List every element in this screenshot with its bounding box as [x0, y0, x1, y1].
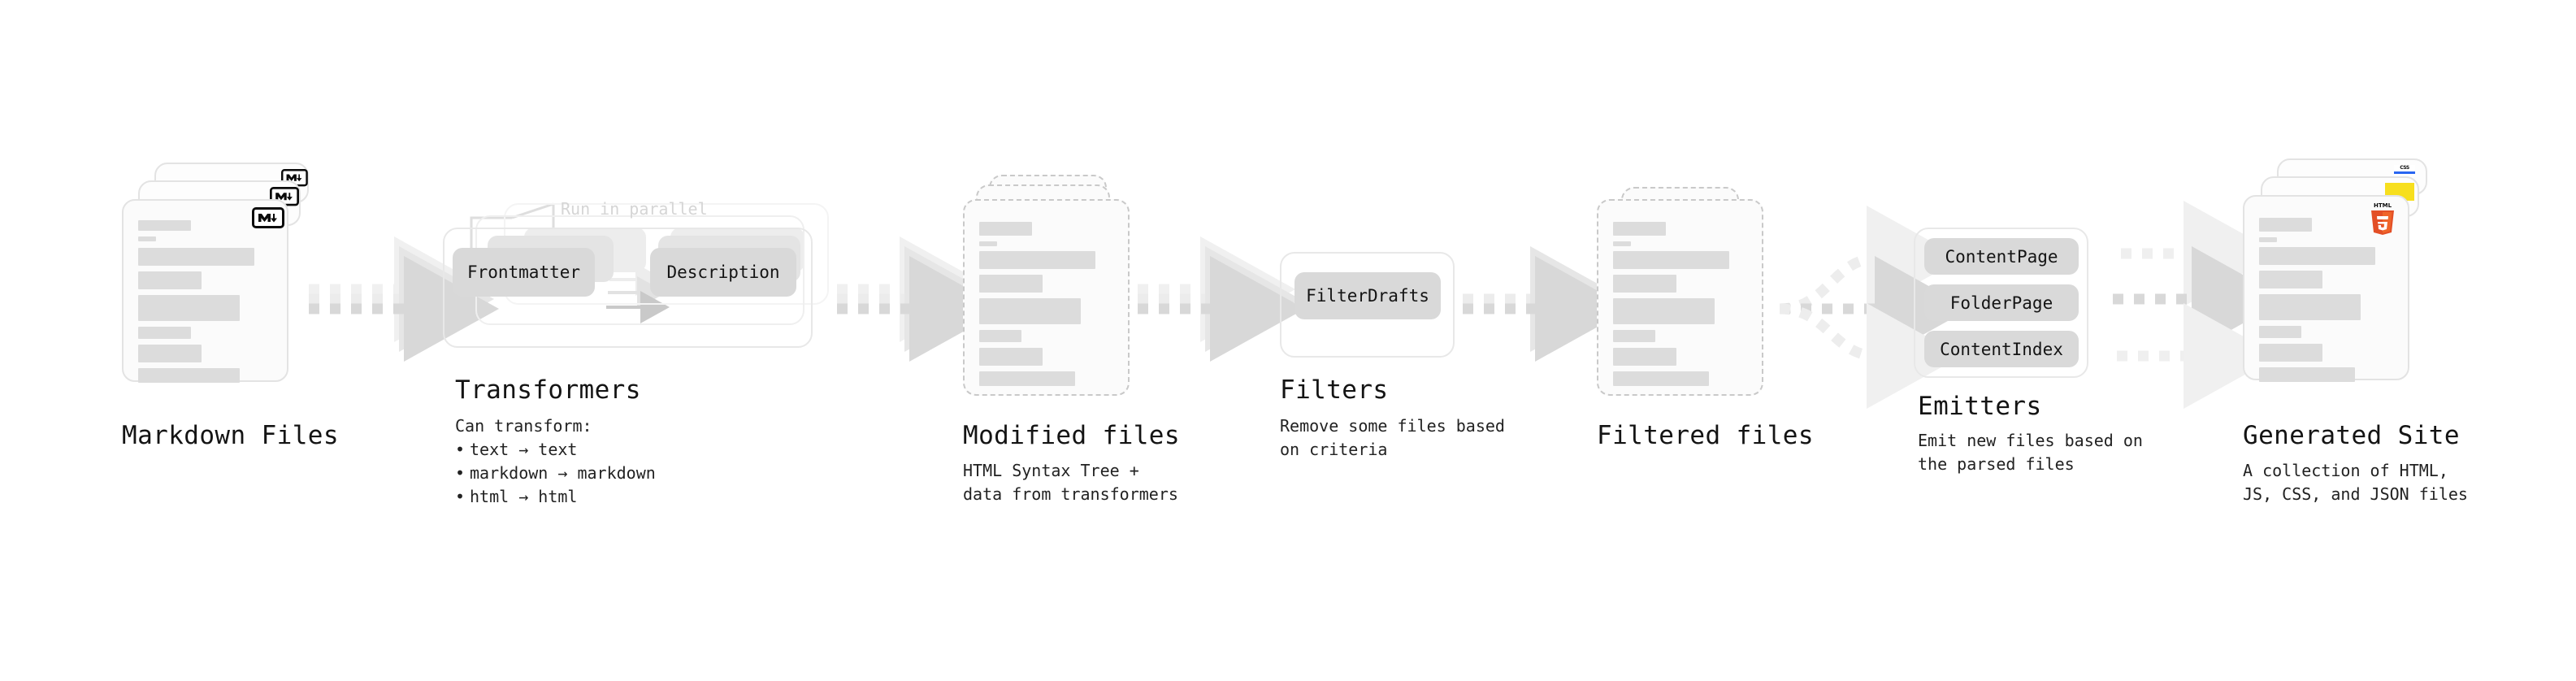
arrow-emitters-to-generated [2113, 201, 2287, 409]
transformers-bullet: html → html [455, 485, 656, 509]
placeholder-bar [1613, 330, 1655, 342]
filters-group [1280, 252, 1455, 358]
emitters-title: Emitters [1918, 392, 2042, 421]
modified-files-title: Modified files [963, 421, 1180, 450]
placeholder-bar [138, 327, 191, 339]
arrow-modified-to-filters [1138, 236, 1305, 362]
emitter-pill-folderpage[interactable]: FolderPage [1924, 284, 2079, 321]
transformer-pill-frontmatter[interactable]: Frontmatter [453, 248, 595, 297]
transformers-bullets: text → text markdown → markdown html → h… [455, 438, 656, 509]
placeholder-bar [138, 345, 202, 362]
arrow-filters-to-filtered [1463, 246, 1630, 362]
transformers-bullet: text → text [455, 438, 656, 462]
arrow-transformers-to-modified [837, 236, 1004, 362]
stage-filters: FilterDrafts [1280, 252, 1459, 362]
placeholder-bar [2259, 344, 2322, 362]
placeholder-bar [1613, 298, 1715, 324]
filtered-card-front [1597, 199, 1763, 396]
filters-caption: Remove some files based on criteria [1280, 416, 1505, 459]
stage-modified-files [963, 175, 1150, 419]
stage-filtered-files [1597, 187, 1784, 431]
transformers-caption-head: Can transform: [455, 416, 592, 436]
placeholder-bar [138, 295, 240, 321]
html5-icon: HTML [2367, 202, 2398, 239]
modified-files-caption: HTML Syntax Tree + data from transformer… [963, 461, 1178, 504]
filtered-files-title: Filtered files [1597, 421, 1814, 450]
stage-transformers: Frontmatter Description [443, 195, 833, 366]
placeholder-bar [1613, 222, 1666, 236]
placeholder-bar [2259, 294, 2361, 320]
placeholder-bar [2259, 271, 2322, 288]
css3-icon: CSS [2394, 165, 2415, 177]
markdown-card-front [122, 199, 288, 383]
placeholder-bar [979, 371, 1075, 386]
emitter-pill-contentindex[interactable]: ContentIndex [1924, 331, 2079, 367]
emitters-group [1914, 228, 2088, 378]
emitter-pill-contentpage[interactable]: ContentPage [1924, 238, 2079, 275]
placeholder-bar [138, 368, 240, 383]
emitters-caption: Emit new files based on the parsed files [1918, 431, 2143, 474]
transformers-title: Transformers [455, 375, 641, 405]
placeholder-bar [979, 348, 1043, 366]
arrow-filtered-to-emitters [1779, 206, 1970, 409]
placeholder-bar [1613, 241, 1631, 246]
placeholder-bar [2259, 326, 2301, 338]
stage-generated-site: CSS HTML [2243, 158, 2454, 419]
transformers-caption: Can transform: text → text markdown → ma… [455, 414, 656, 509]
stage-emitters: ContentPage FolderPage ContentIndex [1914, 228, 2101, 378]
filter-pill-filterdrafts[interactable]: FilterDrafts [1295, 272, 1441, 319]
placeholder-bar [979, 241, 997, 246]
placeholder-bar [979, 222, 1032, 236]
placeholder-bar [1613, 371, 1709, 386]
filters-title: Filters [1280, 375, 1389, 405]
transformer-pill-description[interactable]: Description [650, 248, 796, 297]
placeholder-bar [138, 220, 191, 231]
stage-markdown-files [122, 163, 325, 406]
placeholder-bar [979, 251, 1095, 269]
placeholder-bar [2259, 218, 2312, 232]
transformers-bullet: markdown → markdown [455, 462, 656, 485]
placeholder-bar [138, 236, 156, 241]
placeholder-bar [2259, 247, 2375, 265]
placeholder-bar [138, 271, 202, 289]
modified-card-front [963, 199, 1130, 396]
svg-text:HTML: HTML [2374, 202, 2392, 209]
placeholder-bar [138, 248, 254, 266]
placeholder-bar [1613, 348, 1676, 366]
run-in-parallel-label: Run in parallel [561, 199, 708, 219]
generated-site-title: Generated Site [2243, 421, 2460, 450]
placeholder-bar [979, 298, 1081, 324]
placeholder-bar [979, 275, 1043, 293]
markdown-icon [252, 207, 284, 228]
placeholder-bar [1613, 251, 1729, 269]
generated-site-caption: A collection of HTML, JS, CSS, and JSON … [2243, 461, 2468, 504]
placeholder-bar [1613, 275, 1676, 293]
placeholder-bar [2259, 367, 2355, 382]
transformer-group-front [443, 228, 813, 348]
placeholder-bar [979, 330, 1021, 342]
placeholder-bar [2259, 237, 2277, 242]
markdown-files-title: Markdown Files [122, 421, 339, 450]
